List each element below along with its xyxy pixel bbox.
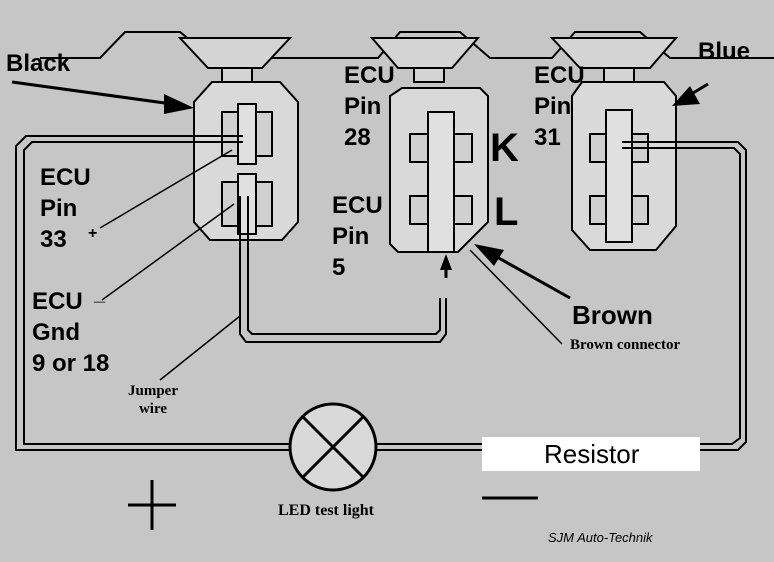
- blue-connector-housing: [549, 37, 679, 83]
- ecu-pin-5-label: ECU Pin 5: [332, 190, 383, 283]
- ecu-pin-28-line1: ECU: [344, 62, 395, 89]
- brown-connector-housing: [369, 37, 481, 83]
- ecu-pin-33-line2: Pin: [40, 195, 78, 222]
- jumper-wire-line1: Jumper: [128, 383, 178, 399]
- k-line-label: K: [490, 126, 519, 170]
- ecu-pin-33-label: ECU Pin 33: [40, 162, 91, 255]
- resistor-box: Resistor: [482, 437, 700, 471]
- ecu-pin-31-line3: 31: [534, 124, 561, 151]
- blue-label: Blue: [698, 38, 751, 65]
- ecu-pin-33-line1: ECU: [40, 164, 91, 191]
- brown-label: Brown: [572, 300, 653, 330]
- test-loop-wire: [15, 135, 747, 451]
- ecu-pin-28-line3: 28: [344, 124, 371, 151]
- blue-connector: [571, 81, 677, 251]
- ecu-pin-31-label: ECU Pin 31: [534, 60, 585, 153]
- ecu-pin-31-line2: Pin: [534, 93, 572, 120]
- black-connector-housing: [177, 37, 293, 83]
- led-test-light-label: LED test light: [278, 502, 374, 519]
- l-line-label: L: [494, 190, 519, 234]
- jumper-wire-label: Jumper wire: [128, 382, 178, 418]
- ecu-gnd-label: ECU Gnd 9 or 18: [32, 286, 109, 379]
- pointer-arrows: [11, 80, 709, 300]
- ecu-gnd-line3: 9 or 18: [32, 350, 110, 377]
- ecu-pin-5-line2: Pin: [332, 223, 370, 250]
- ecu-gnd-line2: Gnd: [32, 319, 80, 346]
- black-label: Black: [6, 50, 71, 77]
- credit-label: SJM Auto-Technik: [548, 530, 653, 545]
- jumper-wire-path: [239, 196, 447, 343]
- jumper-wire-line2: wire: [138, 401, 168, 417]
- ecu-pin-28-label: ECU Pin 28: [344, 60, 395, 153]
- brown-connector-label: Brown connector: [570, 337, 681, 353]
- pin-33-plus-mark: +: [88, 225, 98, 242]
- black-connector: [193, 81, 299, 241]
- ecu-pin-33-line3: 33: [40, 226, 67, 253]
- led-test-light-symbol: [288, 402, 378, 492]
- leader-lines: [99, 149, 563, 381]
- gnd-minus-mark: _: [94, 283, 106, 305]
- ecu-pin-28-line2: Pin: [344, 93, 382, 120]
- mounting-bracket: [40, 31, 774, 59]
- ecu-pin-5-line1: ECU: [332, 192, 383, 219]
- ecu-pin-31-line1: ECU: [534, 62, 585, 89]
- polarity-symbols: [128, 480, 538, 530]
- ecu-gnd-line1: ECU: [32, 288, 83, 315]
- brown-connector: [389, 87, 489, 253]
- ecu-pin-5-line3: 5: [332, 254, 346, 281]
- resistor-label: Resistor: [544, 439, 640, 469]
